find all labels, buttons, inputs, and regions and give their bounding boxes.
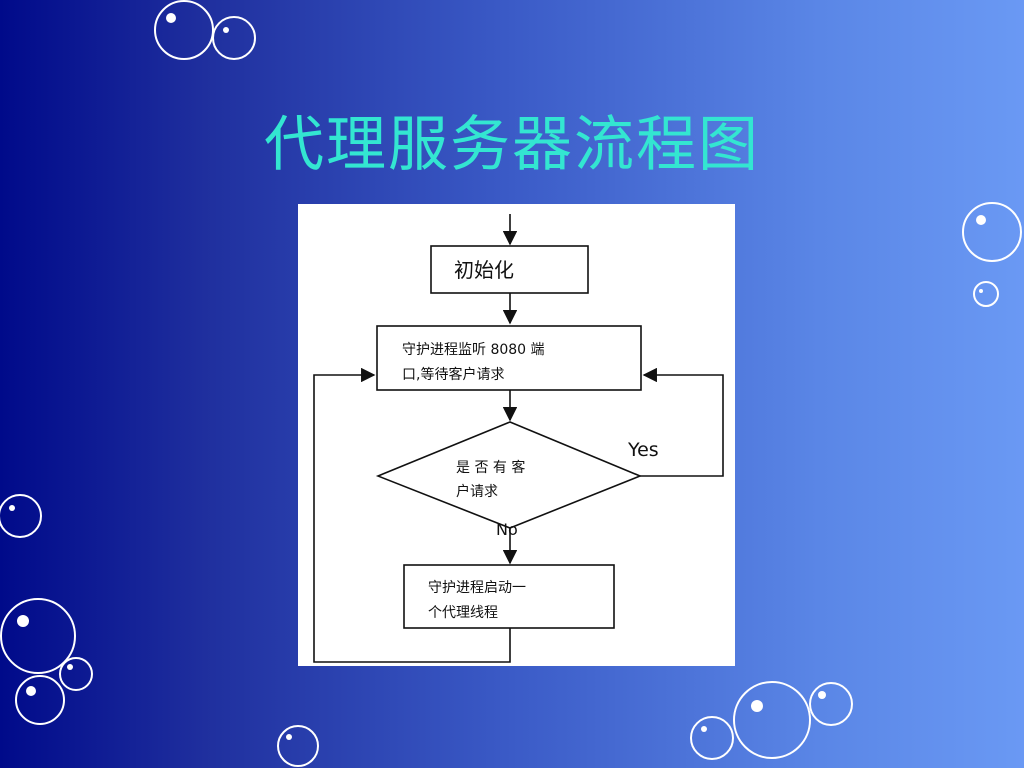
edge-yes-loop [640,367,724,477]
node-listen [376,325,642,391]
bubble-icon [809,682,853,726]
node-spawn [403,564,615,629]
node-decision [375,421,643,529]
bubble-icon [154,0,214,60]
flowchart: 初始化 守护进程监听 8080 端 口,等待客户请求 是 否 有 客 户请求 守… [313,214,724,663]
bubble-icon [973,281,999,307]
node-spawn-label-line2: 个代理线程 [428,605,498,621]
bubble-icon [962,202,1022,262]
edge-label-yes: Yes [627,439,659,461]
node-listen-label-line1: 守护进程监听 8080 端 [402,342,545,358]
edge-return-loop [313,367,511,663]
node-decision-label-line2: 户请求 [456,483,498,500]
bubble-icon [212,16,256,60]
node-decision-label-line1: 是 否 有 客 [456,459,525,476]
bubble-icon [15,675,65,725]
bubble-icon [0,598,76,674]
bubble-icon [733,681,811,759]
node-init-label: 初始化 [454,258,514,282]
bubble-icon [0,494,42,538]
bubble-icon [690,716,734,760]
slide-title: 代理服务器流程图 [264,110,760,180]
flowchart-panel: 初始化 守护进程监听 8080 端 口,等待客户请求 是 否 有 客 户请求 守… [298,204,735,666]
node-init [430,245,589,294]
edge-label-no: No [496,520,518,539]
bubble-icon [277,725,319,767]
node-listen-label-line2: 口,等待客户请求 [402,366,504,383]
node-spawn-label-line1: 守护进程启动一 [428,580,526,596]
bubble-icon [59,657,93,691]
